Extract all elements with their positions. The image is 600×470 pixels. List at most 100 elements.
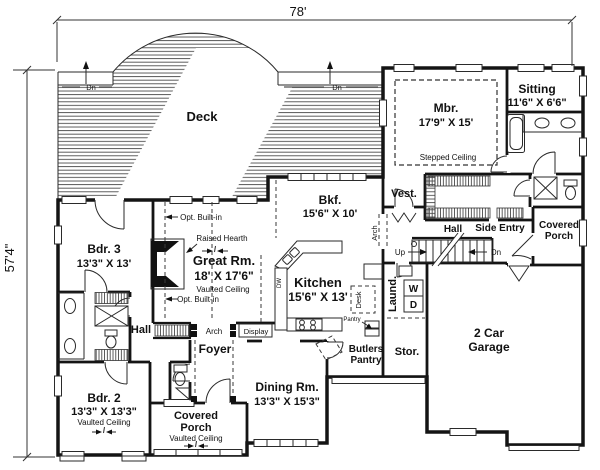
powder-room-fixtures <box>173 364 191 402</box>
arch-opening-lines <box>378 214 388 249</box>
window <box>551 64 575 72</box>
sitting-size: 11'6" X 6'6" <box>507 97 566 109</box>
stairs-down-label: Dn <box>491 248 501 257</box>
coat-closet-shelf <box>154 324 190 337</box>
closet-shelf <box>94 349 129 361</box>
door-bdr2 <box>104 361 128 385</box>
ceiling-mark-bdr2 <box>92 426 116 435</box>
dishwasher-label: DW <box>277 278 283 288</box>
toilet-icon <box>174 372 186 386</box>
desk-label: Desk <box>354 291 363 308</box>
ceiling-mark-great-room <box>202 245 228 254</box>
kitchen-counters <box>274 240 383 337</box>
door-openings <box>84 155 556 408</box>
hall-bedroom-label: Hall <box>131 324 151 336</box>
dashed-lines <box>164 79 498 394</box>
up-arrow-icon <box>327 61 333 69</box>
door-front <box>205 378 231 404</box>
vanity-counter <box>58 292 85 360</box>
window <box>236 196 258 204</box>
window <box>579 137 587 157</box>
window <box>61 196 87 204</box>
window <box>455 64 483 72</box>
window <box>54 225 62 245</box>
bathtub-icon <box>507 114 525 153</box>
great-room-ceiling-note: Vaulted Ceiling <box>196 285 249 294</box>
deck-dn-left-label: Dn <box>86 83 96 92</box>
display-label: Display <box>244 327 269 336</box>
stair-and-closet-walls <box>153 236 492 340</box>
walkway-hatch <box>331 377 426 384</box>
colonnade-columns <box>191 324 236 402</box>
bdr3-size: 13'3" X 13' <box>77 258 132 270</box>
pantry-cabinet <box>364 320 380 329</box>
window <box>163 399 195 407</box>
porch-right-label-2: Porch <box>545 231 573 242</box>
opt-builtin-lines <box>164 202 213 320</box>
deck-label: Deck <box>186 109 218 124</box>
window <box>202 196 220 204</box>
fireplace <box>150 238 185 290</box>
kitchen-size: 15'6" X 13' <box>288 290 348 304</box>
overall-depth-dimension: 57'4" <box>2 243 17 272</box>
sink-icon <box>560 117 576 129</box>
window <box>517 64 545 72</box>
laundry-label: Laund. <box>387 276 399 312</box>
deck-arc-edge <box>112 32 279 73</box>
annotation-labels: Opt. Built-in Opt. Built-in Raised Heart… <box>177 213 501 336</box>
corner-sink-icon <box>174 387 191 402</box>
toilet-tank <box>104 329 118 337</box>
mbr-size: 17'9" X 15' <box>419 117 474 129</box>
dryer-label: D <box>410 300 417 311</box>
opt-builtin-top-label: Opt. Built-in <box>180 213 222 222</box>
stepped-ceiling-outline <box>394 79 498 166</box>
porch-bottom-ceiling-note: Vaulted Ceiling <box>169 434 222 443</box>
deck-dn-right-label: Dn <box>332 83 342 92</box>
up-arrow-icon <box>420 249 427 255</box>
walkway-hatch <box>508 445 580 451</box>
deck-stairs-right: Dn <box>284 61 378 92</box>
display-cabinet <box>238 323 273 338</box>
toilet-tank <box>563 179 578 187</box>
window <box>169 196 193 204</box>
kitchen-sink-icon <box>282 247 300 265</box>
sink-icon <box>534 117 550 129</box>
staircase <box>408 232 493 267</box>
bdr2-label: Bdr. 2 <box>87 391 121 405</box>
door-master-bath <box>490 155 508 173</box>
arch-label: Arch <box>206 327 222 336</box>
bkf-size: 15'6" X 10' <box>303 208 358 220</box>
window-dining <box>253 439 319 447</box>
stairs-up-label: Up <box>395 248 406 257</box>
cased-opening-zigzag <box>391 212 417 223</box>
bdr2-ceiling-note: Vaulted Ceiling <box>77 418 130 427</box>
refrigerator-icon <box>363 263 383 280</box>
vest-label: Vest. <box>391 188 417 200</box>
butlers-label-2: Pantry <box>350 355 382 366</box>
closet-shelf <box>94 292 129 304</box>
garage-label-1: 2 Car <box>474 326 504 340</box>
toilet-icon <box>105 335 117 349</box>
arch-vest-label: Arch <box>370 225 379 240</box>
sitting-label: Sitting <box>518 82 555 96</box>
sill-hatch <box>59 455 85 462</box>
overall-width-dimension: 78' <box>290 4 307 19</box>
sink-icon <box>64 338 76 354</box>
room-labels: Mbr. 17'9" X 15' Stepped Ceiling Sitting… <box>71 82 579 443</box>
door-mbr <box>394 188 414 208</box>
door-bath-closet <box>532 151 556 175</box>
toilet-icon <box>565 186 576 200</box>
ceiling-mark-porch <box>184 440 208 449</box>
raised-hearth-label: Raised Hearth <box>196 234 247 243</box>
garage-label-2: Garage <box>468 340 510 354</box>
door-butlers <box>326 341 344 359</box>
door-bdr3 <box>84 269 108 293</box>
mbr-label: Mbr. <box>434 101 459 115</box>
master-closet-shelves <box>425 175 524 219</box>
opt-builtin-bottom-label: Opt. Built-in <box>177 295 219 304</box>
door-wc <box>513 179 531 197</box>
door-side-entry <box>511 234 534 260</box>
dining-size: 13'3" X 15'3" <box>254 396 320 408</box>
stor-label: Stor. <box>395 346 419 358</box>
